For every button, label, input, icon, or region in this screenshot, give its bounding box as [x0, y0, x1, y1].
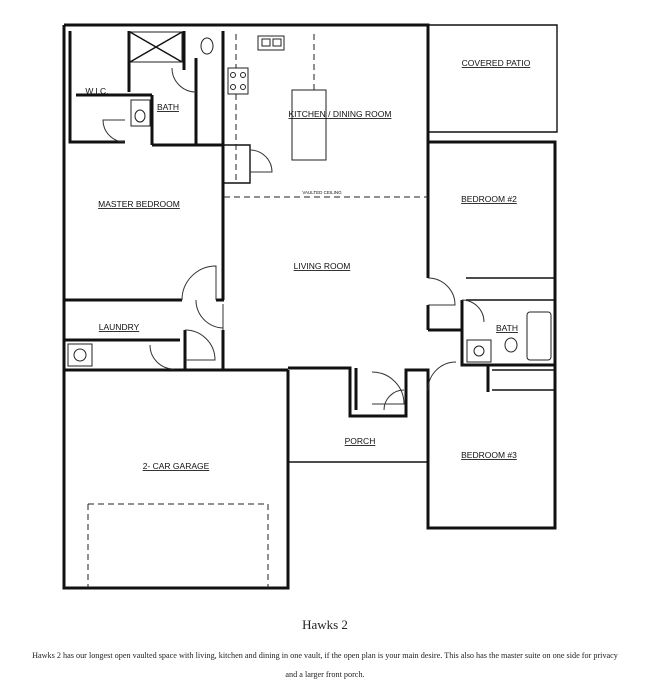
master-bedroom-label: MASTER BEDROOM [98, 199, 180, 209]
covered-patio-label: COVERED PATIO [462, 58, 531, 68]
kitchen-island-icon [291, 89, 327, 161]
exterior-walls [62, 23, 558, 590]
bath-fixtures [67, 31, 552, 367]
hall-toilet-icon [504, 337, 518, 353]
kitchen-fixtures [227, 35, 327, 161]
plan-description: Hawks 2 has our longest open vaulted spa… [32, 651, 618, 679]
floor-plan: COVERED PATIO W.I.C. BATH KITCHEN / DINI… [62, 23, 558, 590]
toilet-icon [200, 37, 214, 55]
porch-label: PORCH [345, 436, 376, 446]
bedroom2-label: BEDROOM #2 [461, 194, 517, 204]
wic-label: W.I.C. [85, 86, 108, 96]
room-labels: COVERED PATIO W.I.C. BATH KITCHEN / DINI… [85, 58, 530, 471]
living-room-label: LIVING ROOM [294, 261, 351, 271]
plan-title: Hawks 2 [302, 617, 348, 632]
master-bath-label: BATH [157, 102, 179, 112]
hall-sink-icon [473, 345, 485, 357]
vaulted-ceiling-label: VAULTED CEILING [302, 190, 342, 195]
interior-walls [64, 31, 555, 463]
laundry-label: LAUNDRY [99, 322, 140, 332]
door-swings [102, 67, 485, 411]
sink-icon [134, 109, 146, 123]
bathtub-icon [526, 311, 552, 361]
bedroom3-label: BEDROOM #3 [461, 450, 517, 460]
garage-label: 2- CAR GARAGE [143, 461, 210, 471]
kitchen-dining-label: KITCHEN / DINING ROOM [289, 109, 392, 119]
hall-bath-label: BATH [496, 323, 518, 333]
stove-icon [227, 67, 249, 95]
